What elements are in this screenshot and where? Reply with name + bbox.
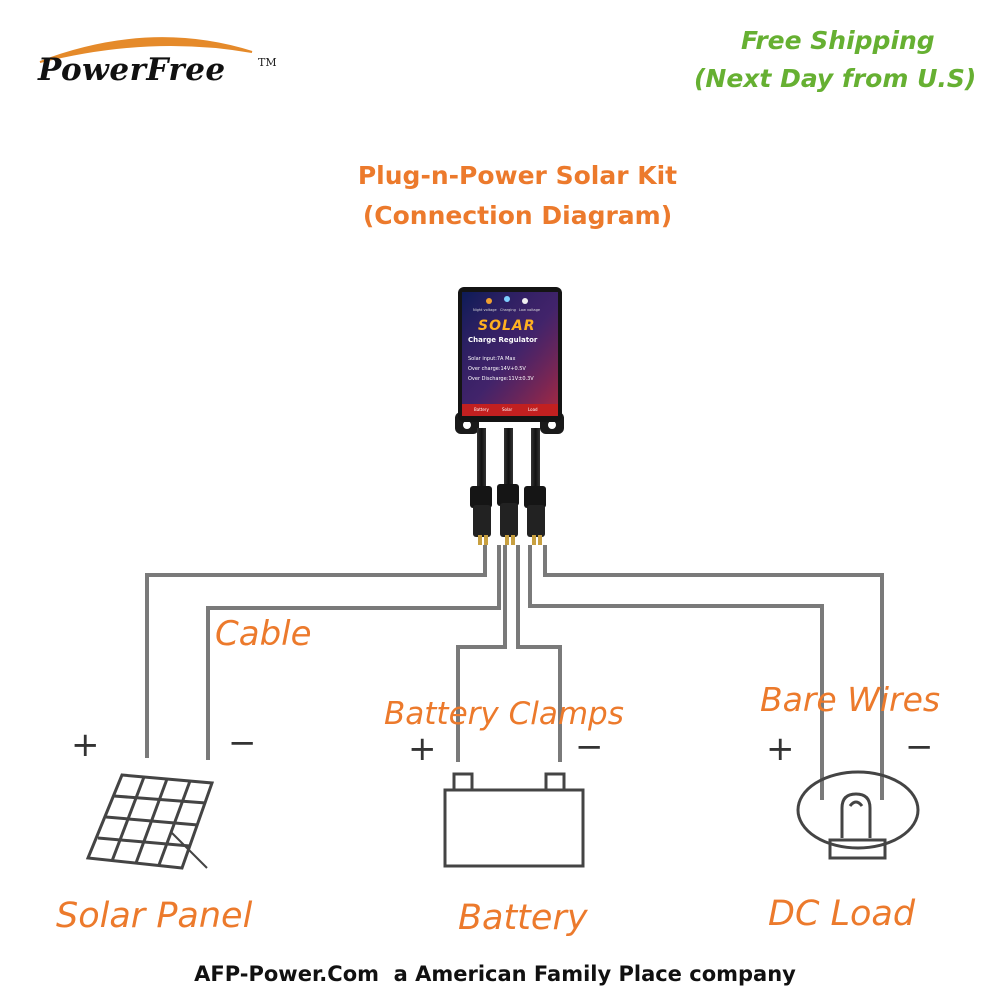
connector-battery — [470, 486, 492, 545]
regulator-port-battery: Battery — [474, 407, 489, 412]
load-wire-positive — [528, 545, 824, 800]
regulator-port-strip — [462, 404, 558, 416]
shipping-line-2: (Next Day from U.S) — [694, 64, 977, 93]
brand-trademark: TM — [258, 56, 277, 69]
label-cable: Cable — [215, 614, 312, 654]
load-wire-negative — [543, 545, 884, 800]
shipping-line-1: Free Shipping — [741, 26, 935, 55]
battery-minus-sign: − — [575, 727, 604, 767]
connector-load — [524, 486, 546, 545]
led-night — [486, 298, 492, 304]
solar-plus-sign: + — [71, 725, 100, 765]
solar-minus-sign: − — [228, 723, 257, 763]
label-dc-load: DC Load — [768, 894, 916, 934]
battery-plus-sign: + — [408, 729, 437, 769]
load-minus-sign: − — [905, 727, 934, 767]
diagram-title-line-2: (Connection Diagram) — [362, 201, 673, 230]
solar-panel-drawing — [85, 773, 215, 870]
battery-drawing — [443, 772, 585, 868]
solar-wire-positive — [145, 545, 487, 758]
label-battery-clamps: Battery Clamps — [384, 696, 624, 732]
logo-swoosh — [39, 37, 253, 63]
led-charging — [504, 296, 510, 302]
regulator-led-label-2: Charging — [500, 308, 516, 312]
connector-solar — [497, 484, 519, 545]
regulator-cables — [470, 428, 546, 545]
dc-load-drawing — [796, 770, 920, 860]
regulator-port-load: Load — [528, 407, 538, 412]
footer-company: AFP-Power.Com a American Family Place co… — [194, 962, 796, 986]
label-solar-panel: Solar Panel — [56, 896, 253, 936]
led-low — [522, 298, 528, 304]
brand-logo: PowerFree — [38, 52, 226, 88]
label-bare-wires: Bare Wires — [760, 680, 941, 719]
label-battery: Battery — [458, 898, 588, 938]
diagram-title-line-1: Plug-n-Power Solar Kit — [357, 161, 678, 190]
regulator-spec-3: Over Discharge:11V±0.3V — [468, 376, 534, 382]
regulator-logo: SOLAR — [478, 318, 536, 334]
battery-wire-negative — [516, 545, 562, 762]
regulator-spec-1: Solar input:7A Max — [468, 356, 516, 362]
regulator-led-label-1: Night voltage — [473, 308, 497, 312]
regulator-port-solar: Solar — [502, 407, 513, 412]
charge-regulator — [455, 287, 564, 434]
wires — [145, 545, 884, 800]
regulator-led-label-3: Low voltage — [519, 308, 541, 312]
solar-wire-negative — [206, 545, 501, 760]
regulator-subtitle: Charge Regulator — [468, 336, 538, 344]
battery-wire-positive — [456, 545, 507, 762]
load-plus-sign: + — [766, 729, 795, 769]
regulator-spec-2: Over charge:14V+0.5V — [468, 366, 526, 372]
